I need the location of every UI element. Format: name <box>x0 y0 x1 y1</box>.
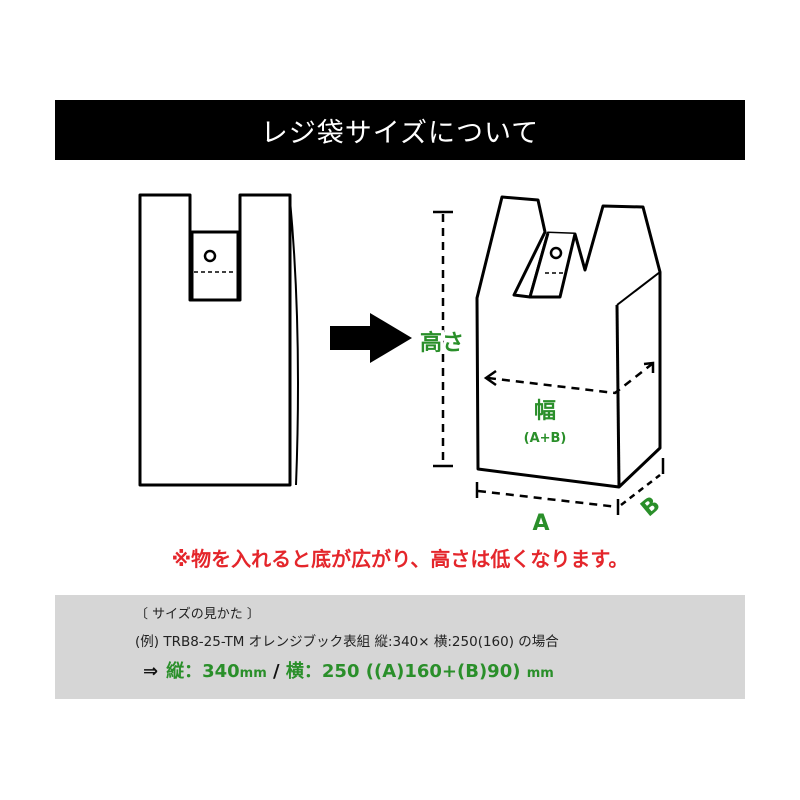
size-guide-result: ⇒縦：340mm / 横：250 ((A)160+(B)90) mm <box>143 657 554 683</box>
result-height: 縦：340 <box>166 661 240 682</box>
unit-mm: mm <box>239 666 267 681</box>
width-label: 幅 <box>534 399 556 424</box>
size-guide-box: 〔 サイズの見かた 〕 (例) TRB8-25-TM オレンジブック表組 縦:3… <box>55 595 745 699</box>
title-bar: レジ袋サイズについて <box>55 100 745 160</box>
result-width: 横：250 ((A)160+(B)90) <box>285 661 521 682</box>
arrow-right-icon <box>330 313 412 363</box>
width-sub-label: (A+B) <box>524 431 567 446</box>
unit-mm: mm <box>526 666 554 681</box>
size-guide-example: (例) TRB8-25-TM オレンジブック表組 縦:340× 横:250(16… <box>135 634 559 650</box>
a-label: A <box>532 511 549 536</box>
size-guide-heading: 〔 サイズの見かた 〕 <box>135 607 260 622</box>
separator: / <box>273 661 280 682</box>
flat-bag <box>138 193 299 487</box>
b-label: B <box>636 492 665 522</box>
height-label: 高さ <box>420 330 464 356</box>
expanded-bag <box>475 195 662 489</box>
arrow-icon: ⇒ <box>143 661 159 682</box>
dimension-lines <box>433 210 665 515</box>
page-title: レジ袋サイズについて <box>260 117 540 149</box>
warning-note: ※物を入れると底が広がり、高さは低くなります。 <box>171 547 629 571</box>
